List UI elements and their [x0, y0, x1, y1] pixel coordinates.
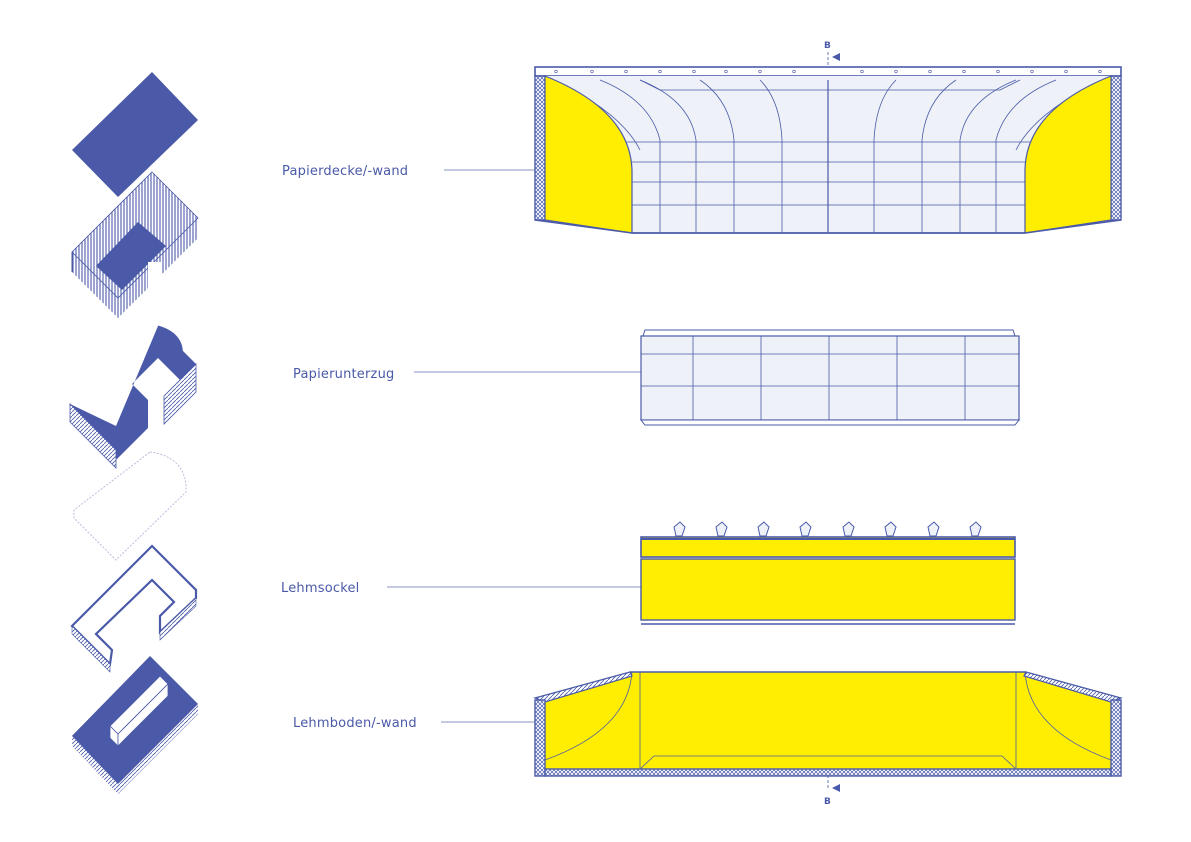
elevation-paper-ceiling-wall [534, 66, 1122, 234]
axo-earth-plinth [70, 544, 198, 673]
layer-label-3: Lehmsockel [281, 581, 668, 596]
axo-earth-plinth-outline [73, 451, 187, 561]
label-earth-plinth: Lehmsockel [281, 581, 359, 596]
section-arrow-icon [832, 784, 840, 792]
elevation-earth-floor-wall [533, 671, 1123, 777]
axo-paper-ceiling [72, 72, 198, 197]
label-paper-ceiling-wall: Papierdecke/-wand [282, 164, 408, 179]
section-mark-label: B [824, 797, 831, 807]
axo-paper-beam [69, 325, 197, 469]
axo-paper-walls [71, 171, 199, 318]
axo-earth-floor [72, 656, 198, 794]
axonometric-stack [69, 72, 199, 794]
elevation-earth-plinth [640, 521, 1016, 625]
section-arrow-icon [832, 53, 840, 61]
elevation-paper-beam [639, 329, 1021, 426]
section-mark-label: B [824, 41, 831, 51]
label-earth-floor-wall: Lehmboden/-wand [293, 716, 417, 731]
label-paper-beam: Papierunterzug [293, 367, 394, 382]
layer-label-2: Papierunterzug [293, 367, 668, 382]
